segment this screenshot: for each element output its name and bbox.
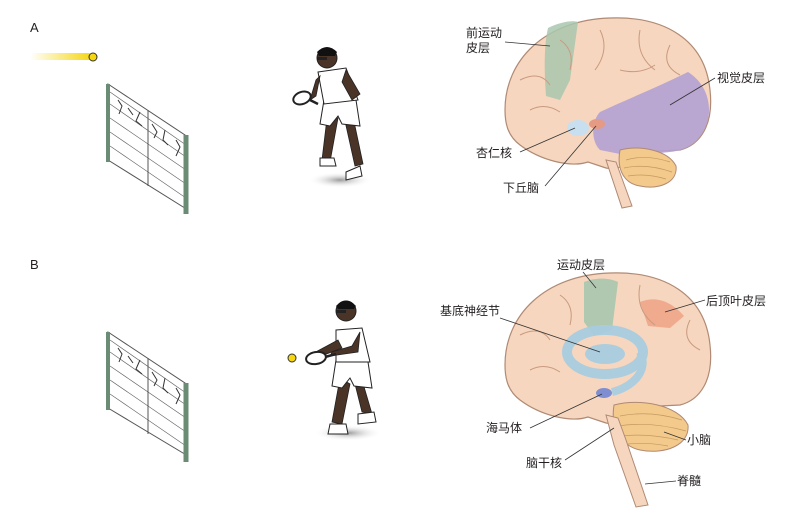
tennis-ball-b bbox=[287, 353, 297, 363]
leaders-b bbox=[499, 271, 706, 485]
label-motor-cortex: 运动皮层 bbox=[557, 258, 606, 272]
label-visual-cortex: 视觉皮层 bbox=[717, 71, 766, 85]
label-premotor-line2: 皮层 bbox=[466, 41, 491, 55]
label-spinal-cord: 脊髓 bbox=[677, 474, 702, 488]
panel-a-letter: A bbox=[30, 20, 39, 35]
tennis-net-a bbox=[106, 83, 189, 214]
tennis-net-b bbox=[106, 331, 189, 462]
label-cerebellum: 小脑 bbox=[687, 433, 712, 447]
tennis-player-swing bbox=[305, 300, 382, 441]
label-brainstem-nuclei: 脑干核 bbox=[526, 456, 563, 470]
label-basal-ganglia: 基底神经节 bbox=[440, 304, 501, 318]
brain-a bbox=[504, 17, 712, 209]
label-posterior-parietal: 后顶叶皮层 bbox=[706, 294, 767, 308]
label-hippocampus: 海马体 bbox=[486, 421, 523, 435]
label-amygdala: 杏仁核 bbox=[476, 146, 513, 160]
ball-trail-a bbox=[30, 53, 92, 60]
panel-b-letter: B bbox=[30, 257, 39, 272]
tennis-ball-a bbox=[88, 52, 98, 62]
label-premotor-line1: 前运动 bbox=[466, 26, 503, 40]
label-hypothalamus: 下丘脑 bbox=[503, 181, 540, 195]
brain-b bbox=[504, 272, 712, 508]
tennis-player-ready bbox=[292, 47, 372, 188]
leaders-a bbox=[504, 41, 716, 187]
